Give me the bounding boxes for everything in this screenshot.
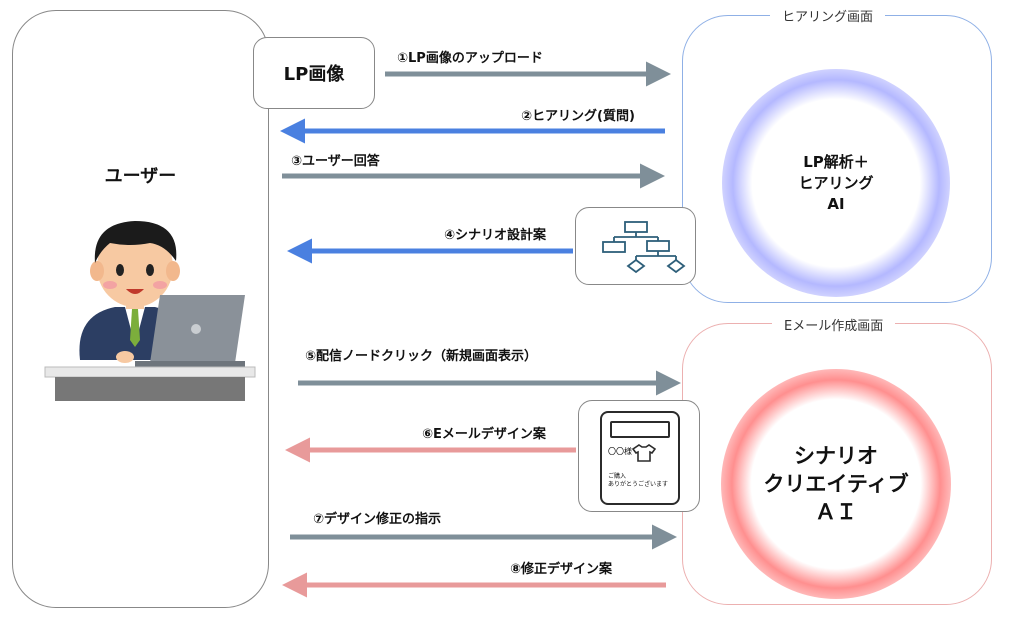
email-salutation: 〇〇様 — [608, 447, 632, 456]
creative-ai-line: クリエイティブ — [763, 472, 909, 496]
hearing-ai-line: AI — [827, 194, 845, 213]
email-template-icon: 〇〇様 ご購入 ありがとうございます — [600, 411, 680, 505]
step-1-label: ①LP画像のアップロード — [397, 51, 543, 66]
creative-ai-line: シナリオ — [793, 444, 878, 468]
lp-image-box: LP画像 — [253, 37, 375, 109]
step-5-label: ⑤配信ノードクリック（新規画面表示） — [305, 349, 538, 364]
step-4-label: ④シナリオ設計案 — [444, 228, 547, 243]
user-label: ユーザー — [104, 166, 177, 187]
email-message-line: ありがとうございます — [608, 481, 669, 488]
email-design-card: 〇〇様 ご購入 ありがとうございます — [578, 400, 700, 512]
lp-image-label: LP画像 — [283, 64, 345, 85]
creative-ai-circle: シナリオ クリエイティブ ＡＩ — [721, 369, 951, 599]
hearing-ai-circle: LP解析＋ ヒアリング AI — [722, 69, 950, 297]
hearing-screen-title: ヒアリング画面 — [770, 6, 886, 25]
step-8-label: ⑧修正デザイン案 — [510, 562, 613, 577]
email-screen-title: Eメール作成画面 — [772, 315, 896, 334]
step-2-label: ②ヒアリング(質問) — [521, 109, 635, 124]
scenario-design-card — [575, 207, 696, 285]
hearing-ai-line: LP解析＋ — [803, 152, 869, 171]
email-message-line: ご購入 — [608, 473, 627, 480]
email-header-bar — [610, 421, 670, 438]
hearing-ai-line: ヒアリング — [798, 173, 874, 192]
user-with-laptop-illustration — [44, 221, 256, 401]
creative-ai-line: ＡＩ — [814, 500, 857, 524]
flowchart-icon — [602, 221, 686, 274]
step-7-label: ⑦デザイン修正の指示 — [313, 512, 442, 527]
step-3-label: ③ユーザー回答 — [291, 154, 380, 169]
tshirt-icon — [632, 444, 656, 462]
step-6-label: ⑥Eメールデザイン案 — [422, 427, 546, 442]
